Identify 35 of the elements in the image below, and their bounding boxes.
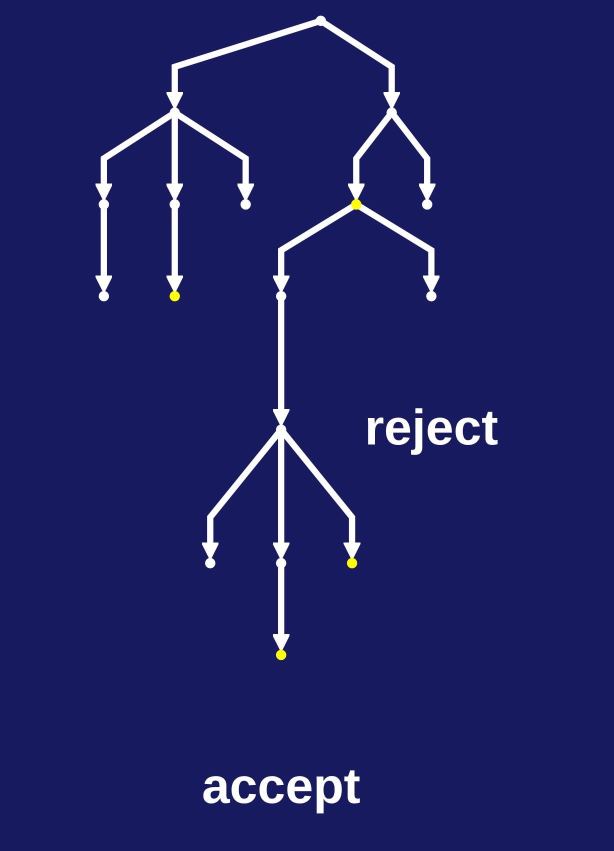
arrow (272, 204, 354, 293)
state-dot (315, 16, 326, 26)
state-dot (426, 290, 436, 302)
state-dot (422, 199, 432, 210)
state-dot (204, 558, 216, 568)
arrow (392, 114, 436, 202)
state-dot (98, 290, 109, 302)
arrow (94, 208, 113, 293)
arrow (165, 208, 184, 293)
arrow (165, 19, 318, 110)
arrow (94, 112, 173, 202)
state-circle (350, 199, 362, 210)
arrow (358, 204, 440, 293)
state-label: accept (202, 758, 360, 818)
state-dot (169, 107, 180, 118)
arrow (176, 112, 255, 202)
state-circle (346, 558, 357, 568)
state-dot (240, 199, 251, 210)
state-dot (276, 290, 286, 302)
arrow (200, 430, 281, 560)
arrow (281, 430, 361, 560)
arrow (272, 300, 290, 426)
arrow (272, 434, 290, 560)
arrow (272, 567, 290, 652)
state-dot (276, 424, 286, 435)
arrow (165, 116, 184, 202)
arrow (322, 20, 401, 110)
state-circle (276, 650, 286, 660)
state-dot (386, 107, 397, 118)
state-dot (169, 199, 180, 210)
state-label: reject (364, 399, 498, 459)
state-circle (169, 290, 180, 302)
state-dot (98, 199, 109, 210)
arrow (346, 114, 392, 202)
state-dot (276, 558, 286, 568)
